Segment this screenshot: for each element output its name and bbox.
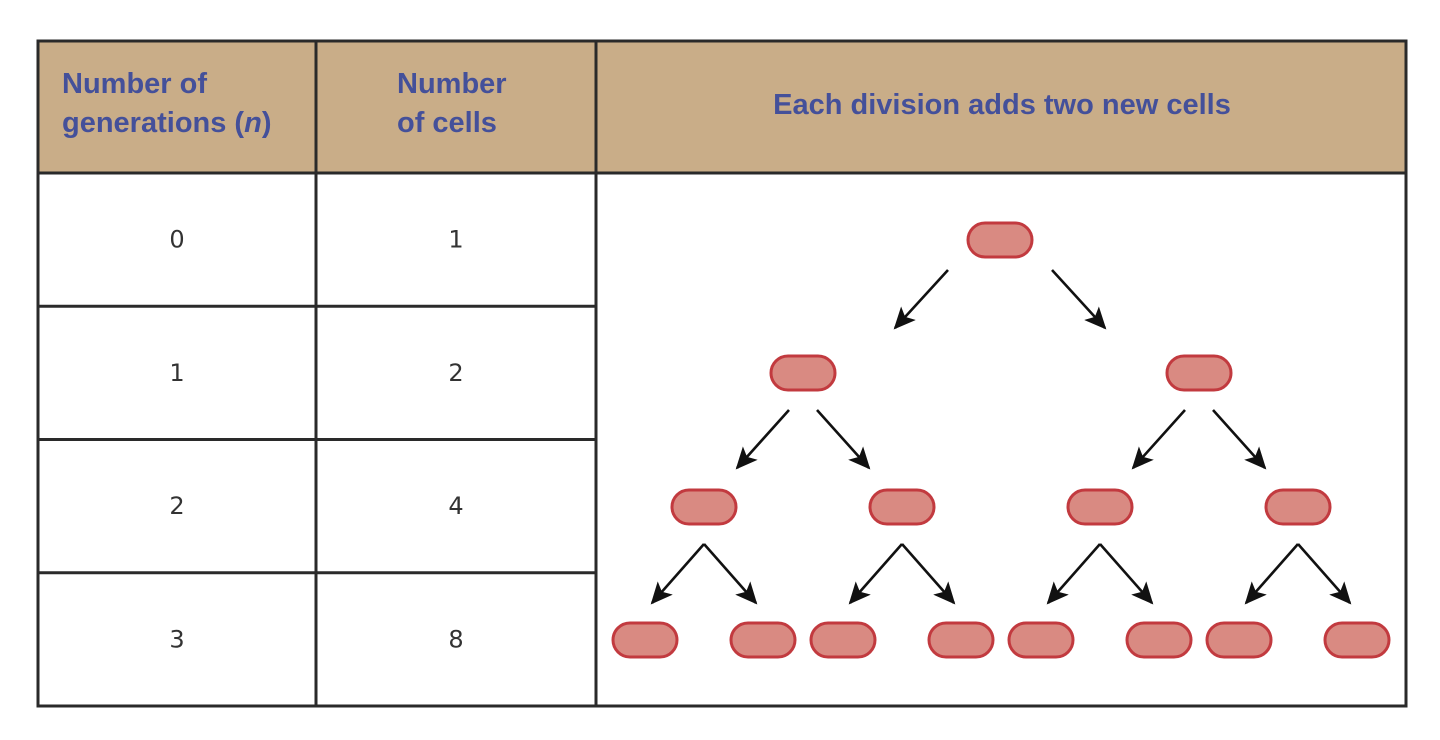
bacterium-cell (868, 488, 936, 526)
division-arrow (735, 409, 790, 470)
generation-cell: 3 (169, 625, 184, 653)
bacterium-cell (1066, 488, 1134, 526)
cell-count-cell: 8 (448, 625, 463, 653)
division-arrow (893, 269, 949, 330)
header-generations-line1: Number of (62, 68, 207, 100)
division-arrow (816, 409, 871, 470)
cell-count-cell: 2 (448, 359, 463, 387)
division-arrow (1297, 543, 1352, 605)
bacterium-cell (966, 221, 1034, 259)
cell-count-cell: 4 (448, 492, 463, 520)
division-arrow (1131, 409, 1186, 470)
bacterium-cell (611, 621, 679, 659)
table-rows: 0 1 1 2 2 4 3 8 (169, 226, 463, 654)
bacterium-cell (729, 621, 797, 659)
bacterium-cell (1165, 354, 1233, 392)
header-diagram-label: Each division adds two new cells (773, 89, 1231, 121)
bacterium-cell (1264, 488, 1332, 526)
bacterium-cell (927, 621, 995, 659)
header-generations-line2: generations (n) (62, 107, 271, 139)
division-diagram (611, 221, 1391, 659)
bacterium-cell (1205, 621, 1273, 659)
division-arrow (901, 543, 956, 605)
division-arrow (650, 543, 705, 605)
bacterium-cell (809, 621, 877, 659)
generation-cell: 1 (169, 359, 184, 387)
cell-count-cell: 1 (448, 226, 463, 254)
division-arrow (1212, 409, 1267, 470)
division-arrow (1051, 269, 1107, 330)
header-background (38, 41, 1406, 173)
header-cells-line1: Number (397, 68, 507, 100)
table-grid (36, 39, 1408, 708)
header-cells-line2: of cells (397, 107, 497, 139)
division-arrow (1099, 543, 1154, 605)
division-arrow (1046, 543, 1101, 605)
header-generations-variable: n (244, 107, 262, 139)
generation-cell: 2 (169, 492, 184, 520)
table-border (36, 39, 1408, 708)
generation-cell: 0 (169, 226, 184, 254)
bacterium-cell (1125, 621, 1193, 659)
division-arrow (848, 543, 903, 605)
division-arrow (703, 543, 758, 605)
division-arrow (1244, 543, 1299, 605)
bacterium-cell (670, 488, 738, 526)
bacterium-cell (1007, 621, 1075, 659)
bacterium-cell (769, 354, 837, 392)
bacterium-cell (1323, 621, 1391, 659)
